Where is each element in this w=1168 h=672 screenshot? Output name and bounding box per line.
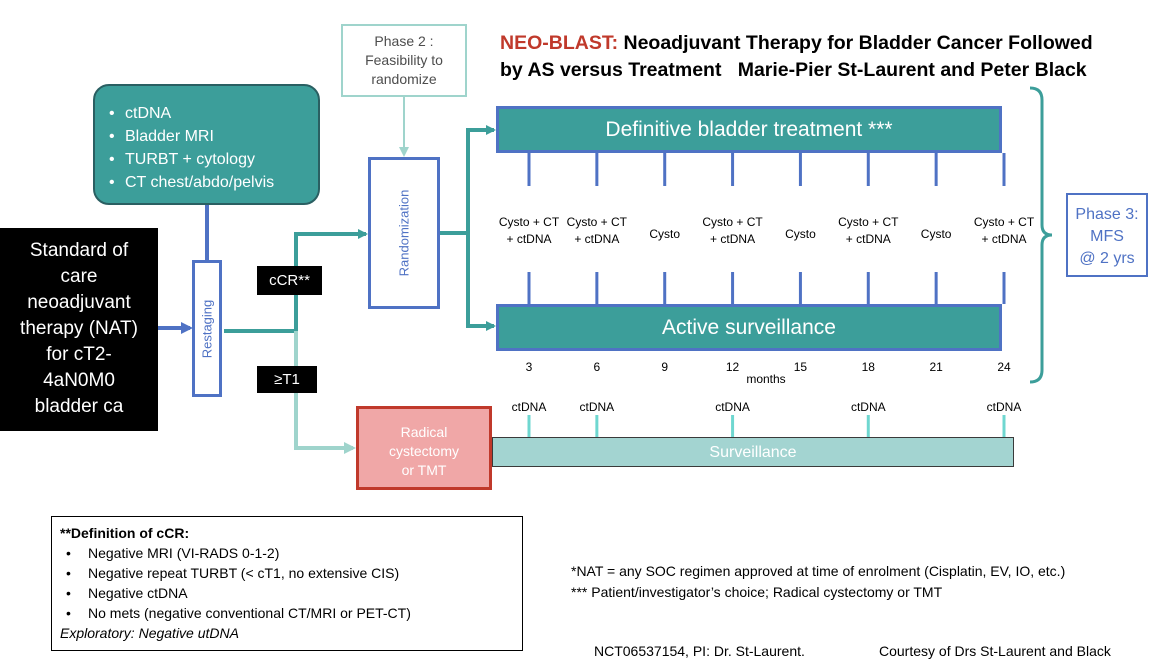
ctdna-label: ctDNA	[579, 400, 615, 414]
test-item: TURBT + cytology	[109, 148, 318, 171]
ctdna-label: ctDNA	[715, 400, 750, 414]
schedule-event-line2: + ctDNA	[845, 232, 891, 246]
schedule-event-line2: + ctDNA	[506, 232, 552, 246]
ctdna-ticks	[527, 415, 1006, 437]
soc-line: Standard of	[29, 240, 129, 261]
randomization-to-arms	[440, 125, 496, 235]
month-tick-label: 9	[661, 360, 669, 374]
schedule-event-line2: + ctDNA	[710, 232, 756, 246]
phase2-line2: Feasibility to	[365, 52, 443, 68]
phase2-line1: Phase 2 :	[374, 33, 434, 49]
schedule-event-line1: Cysto + CT	[838, 215, 899, 229]
phase3-line3: @ 2 yrs	[1079, 250, 1135, 267]
months-label: months	[746, 372, 786, 386]
radical-line2: cystectomy	[388, 443, 459, 459]
exploratory-note: Exploratory: Negative utDNA	[60, 625, 239, 641]
definition-item: Negative MRI (VI-RADS 0-1-2)	[60, 543, 514, 563]
month-tick-label: 18	[861, 360, 875, 374]
ctdna-label: ctDNA	[850, 400, 886, 414]
diagram-title: NEO-BLAST: Neoadjuvant Therapy for Bladd…	[500, 30, 1093, 84]
schedule-event-line1: Cysto	[785, 227, 816, 241]
soc-line: care	[60, 266, 98, 287]
phase2-box: Phase 2 : Feasibility to randomize	[341, 24, 467, 97]
active-surveillance-bar: Active surveillance	[496, 304, 1002, 351]
ctdna-label: ctDNA	[511, 400, 547, 414]
ccr-definition-box: **Definition of cCR: Negative MRI (VI-RA…	[51, 516, 523, 651]
radical-cystectomy-box: Radical cystectomy or TMT	[356, 406, 492, 490]
schedule-event: Cysto	[921, 226, 952, 243]
phase2-line3: randomize	[371, 71, 437, 87]
definition-item: Negative ctDNA	[60, 583, 514, 603]
schedule-event-line1: Cysto + CT	[498, 215, 560, 229]
title-acronym: NEO-BLAST:	[500, 32, 619, 54]
soc-line: 4aN0M0	[43, 370, 115, 391]
radical-line3: or TMT	[401, 462, 447, 478]
courtesy-note: Courtesy of Drs St-Laurent and Black	[879, 643, 1111, 659]
schedule-event: Cysto	[649, 226, 680, 243]
t1-tag: ≥T1	[257, 366, 317, 393]
surveillance-bar: Surveillance	[492, 437, 1014, 467]
radical-line1: Radical	[400, 424, 448, 440]
month-tick-label: 12	[725, 360, 740, 374]
schedule-event-line2: + ctDNA	[574, 232, 620, 246]
schedule-event-line1: Cysto	[649, 227, 681, 241]
choice-footnote: *** Patient/investigator’s choice; Radic…	[571, 584, 943, 600]
schedule-event: Cysto + CT + ctDNA	[499, 214, 559, 248]
schedule-event-line1: Cysto + CT	[702, 215, 763, 229]
schedule-event-line2: + ctDNA	[981, 232, 1027, 246]
definition-item: No mets (negative conventional CT/MRI or…	[60, 603, 514, 623]
schedule-event-line1: Cysto + CT	[973, 215, 1035, 229]
test-item: Bladder MRI	[109, 125, 318, 148]
schedule-event: Cysto + CT + ctDNA	[567, 214, 627, 248]
schedule-event: Cysto + CT + ctDNA	[838, 214, 898, 248]
phase3-line1: Phase 3:	[1075, 206, 1139, 223]
month-tick-label: 3	[525, 360, 533, 374]
randomization-to-as-arm	[466, 233, 496, 331]
phase3-brace	[1029, 86, 1053, 384]
ccr-tag: cCR**	[257, 266, 322, 295]
timeline-ticks	[527, 153, 1006, 304]
month-tick-label: 24	[997, 360, 1011, 374]
restaging-tests-box: ctDNA Bladder MRI TURBT + cytology CT ch…	[93, 84, 320, 205]
soc-line: bladder ca	[34, 396, 124, 417]
definition-heading: **Definition of cCR:	[60, 525, 190, 541]
test-item: ctDNA	[109, 102, 318, 125]
randomization-label: Randomization	[396, 189, 412, 277]
test-item: CT chest/abdo/pelvis	[109, 171, 318, 194]
month-tick-label: 6	[593, 360, 601, 374]
phase3-box: Phase 3: MFS @ 2 yrs	[1066, 193, 1148, 277]
schedule-event: Cysto + CT + ctDNA	[702, 214, 762, 248]
schedule-event: Cysto + CT + ctDNA	[974, 214, 1034, 248]
soc-line: therapy (NAT)	[20, 318, 138, 339]
nat-footnote: *NAT = any SOC regimen approved at time …	[571, 563, 1066, 579]
definition-item: Negative repeat TURBT (< cT1, no extensi…	[60, 563, 514, 583]
randomization-box: Randomization	[368, 157, 440, 309]
phase3-line2: MFS	[1090, 228, 1124, 245]
title-line2: by AS versus Treatment Marie-Pier St-Lau…	[500, 59, 1087, 81]
schedule-event-line1: Cysto + CT	[566, 215, 628, 229]
soc-line: neoadjuvant	[27, 292, 131, 313]
soc-nat-box: Standard of care neoadjuvant therapy (NA…	[0, 228, 158, 431]
month-tick-label: 15	[793, 360, 808, 374]
schedule-event-line1: Cysto	[920, 227, 952, 241]
soc-line: for cT2-	[46, 344, 112, 365]
ctdna-label: ctDNA	[986, 400, 1022, 414]
restaging-box: Restaging	[192, 260, 222, 397]
definitive-treatment-bar: Definitive bladder treatment ***	[496, 106, 1002, 153]
restaging-label: Restaging	[199, 299, 215, 358]
schedule-event: Cysto	[785, 226, 816, 243]
title-line1: Neoadjuvant Therapy for Bladder Cancer F…	[618, 32, 1093, 54]
month-tick-label: 21	[929, 360, 943, 374]
trial-id: NCT06537154, PI: Dr. St-Laurent.	[594, 643, 805, 659]
